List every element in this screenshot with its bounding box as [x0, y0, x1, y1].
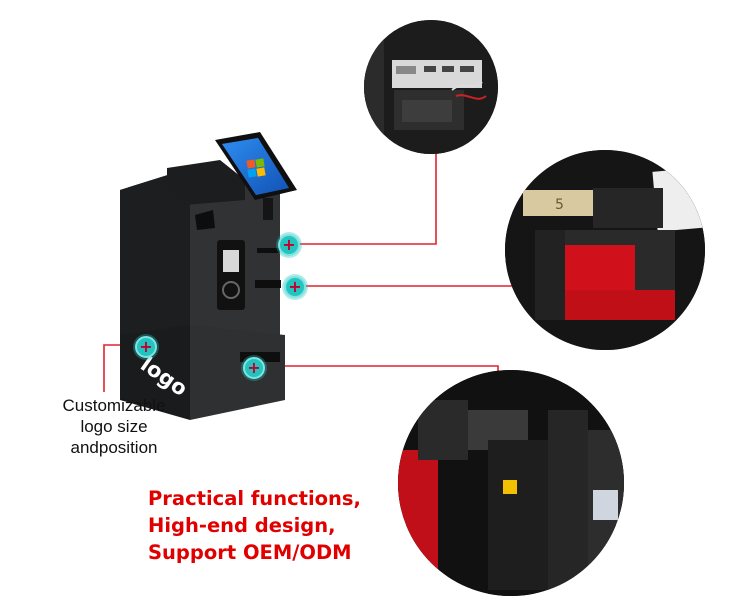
logo-customization-caption: Customizable logo size andposition — [40, 395, 188, 458]
tagline-line: Support OEM/ODM — [148, 541, 352, 564]
caption-line: logo size — [80, 417, 148, 436]
caption-line: andposition — [70, 438, 158, 457]
kiosk-machine-image — [95, 130, 325, 420]
feature-tagline: Practical functions, High-end design, Su… — [148, 485, 361, 566]
marker-logo-area[interactable]: + — [135, 336, 157, 358]
marker-dispenser[interactable]: + — [243, 357, 265, 379]
banknote-denomination: 5 — [555, 197, 564, 213]
marker-bill-acceptor[interactable]: + — [284, 276, 306, 298]
tagline-line: High-end design, — [148, 514, 336, 537]
caption-line: Customizable — [62, 396, 166, 415]
tagline-line: Practical functions, — [148, 487, 361, 510]
connector-to-printer — [297, 154, 437, 245]
printer-detail-image — [364, 20, 498, 154]
bill-acceptor-detail-image: 5 — [505, 150, 705, 350]
marker-printer[interactable]: + — [278, 234, 300, 256]
dispenser-detail-image — [398, 370, 624, 596]
